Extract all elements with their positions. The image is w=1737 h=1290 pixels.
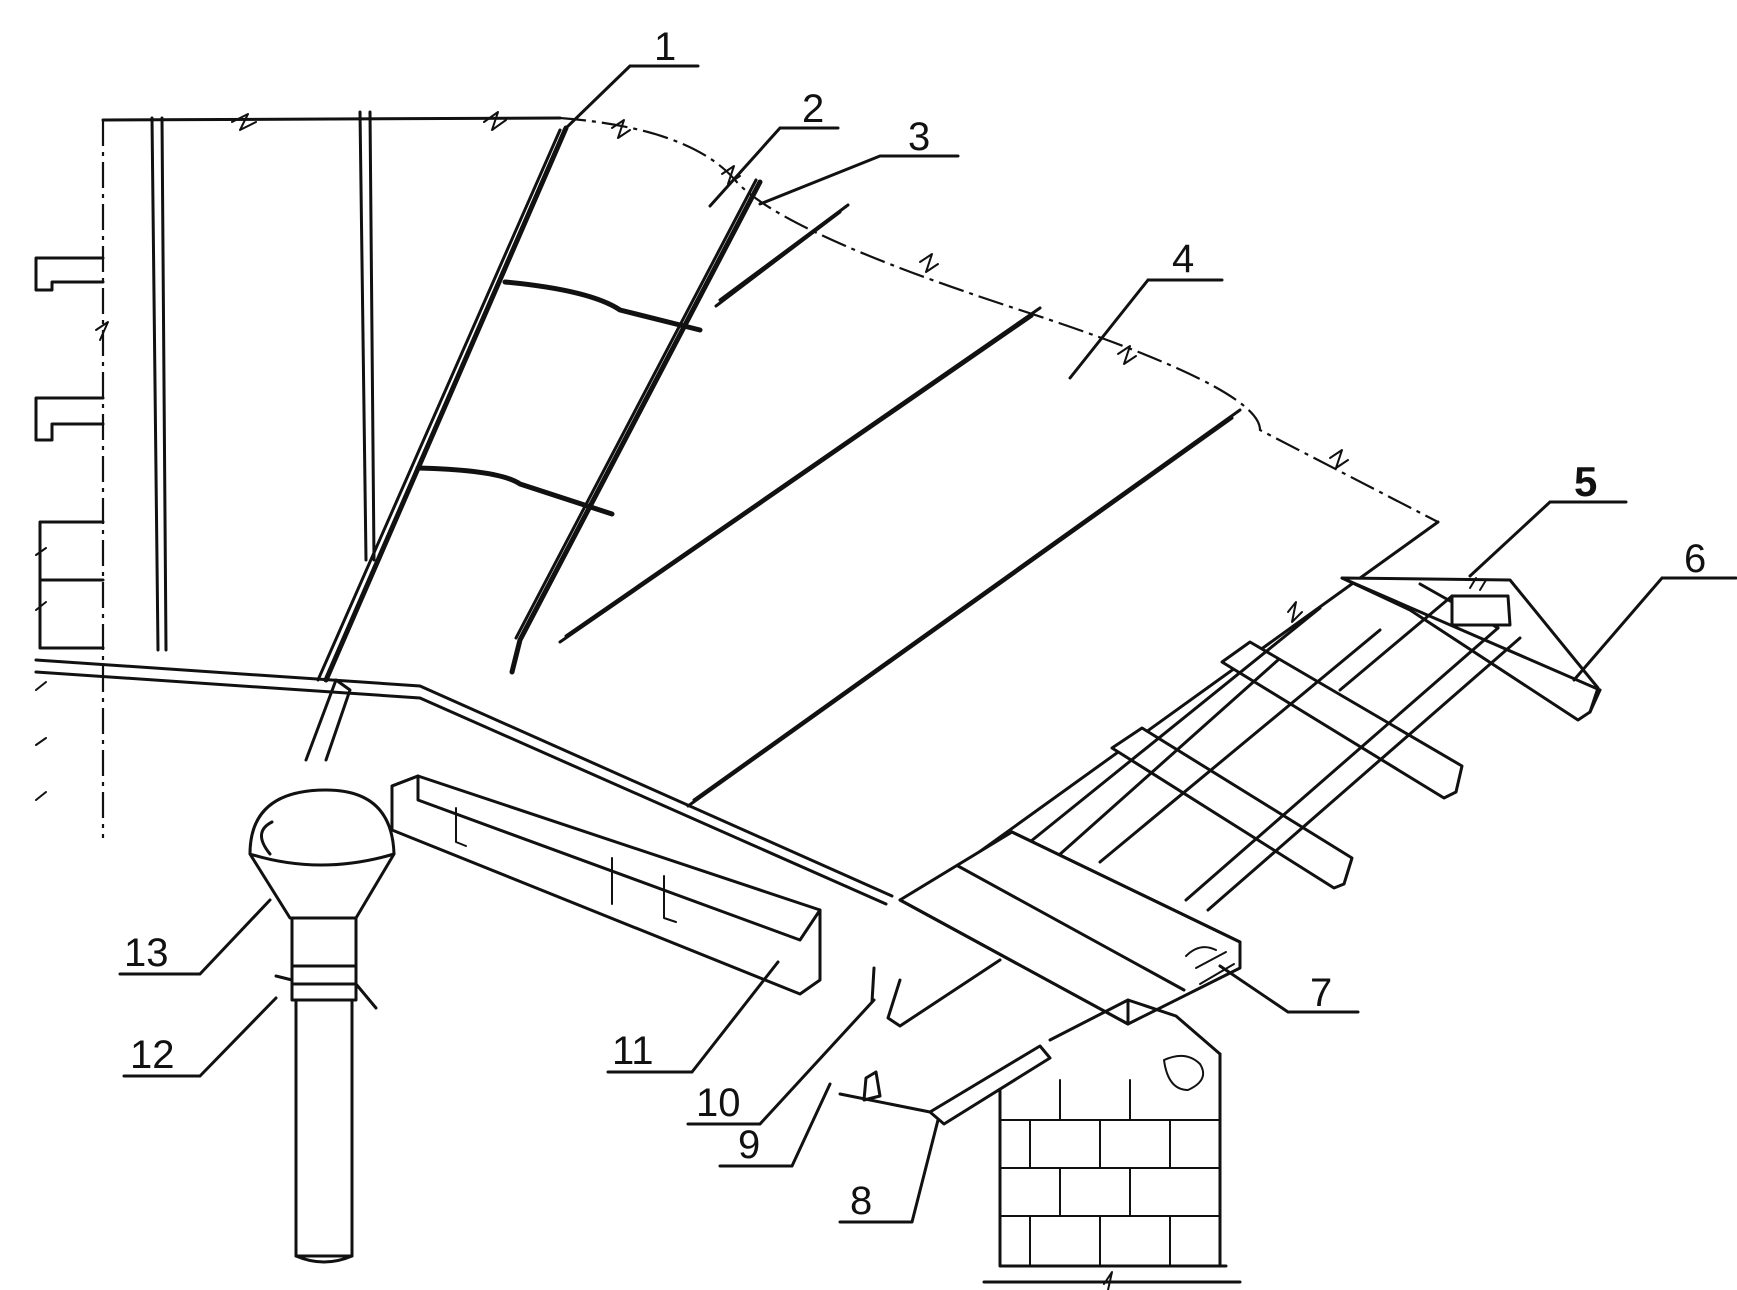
standing-seams [558,203,1242,808]
ridge-line [559,116,1439,523]
downpipe [248,678,396,1264]
callout-10: 10 [696,1081,741,1125]
callout-3: 3 [908,115,930,159]
eave-edge [34,520,1440,906]
valley-sheet [316,125,763,683]
callout-4: 4 [1172,237,1194,281]
callout-7: 7 [1310,971,1332,1015]
callout-1: 1 [654,25,676,69]
callout-6: 6 [1684,537,1706,581]
brick-wall [982,998,1242,1290]
callout-leaders [118,64,1737,1224]
callout-labels: 1 2 3 4 5 6 7 8 9 10 11 12 13 [124,25,1706,1223]
battens [1018,576,1602,912]
callout-5: 5 [1574,458,1597,505]
gutter [336,774,822,996]
wall-left [34,110,562,838]
callout-2: 2 [802,87,824,131]
callout-8: 8 [850,1179,872,1223]
callout-13: 13 [124,931,169,975]
eave-fasteners [838,958,1052,1126]
callout-9: 9 [738,1123,760,1167]
sheathing-boards [898,830,1242,1026]
callout-12: 12 [130,1033,175,1077]
callout-11: 11 [612,1029,654,1073]
